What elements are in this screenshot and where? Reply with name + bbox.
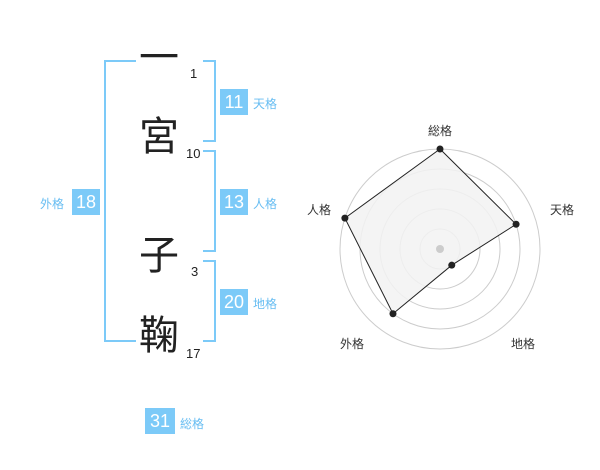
radar-label-tenkaku: 天格 — [550, 203, 575, 217]
jinkaku-value-badge: 13 — [220, 189, 248, 215]
name-char-3: 子 — [139, 233, 179, 279]
jinkaku-bracket — [203, 150, 216, 252]
stroke-count-1: 1 — [190, 66, 198, 81]
tenkaku-value-badge: 11 — [220, 89, 248, 115]
gaikaku-label: 外格 — [40, 197, 65, 211]
soukaku-value-badge: 31 — [145, 408, 175, 434]
radar-label-gaikaku: 外格 — [340, 337, 365, 351]
radar-label-chikaku: 地格 — [511, 337, 536, 351]
radar-center-dot — [436, 245, 444, 253]
radar-point-1 — [436, 145, 444, 153]
stroke-count-2: 10 — [186, 146, 201, 161]
jinkaku-label: 人格 — [253, 197, 278, 211]
tenkaku-bracket — [203, 60, 216, 142]
radar-point-3 — [448, 261, 456, 269]
gaikaku-bracket — [104, 60, 136, 342]
name-char-2: 宮 — [139, 114, 179, 160]
radar-label-soukaku: 総格 — [428, 124, 453, 138]
soukaku-label: 総格 — [180, 417, 205, 431]
chikaku-value-badge: 20 — [220, 289, 248, 315]
chikaku-label: 地格 — [253, 297, 278, 311]
radar-point-2 — [512, 220, 520, 228]
radar-point-5 — [341, 214, 349, 222]
name-char-1: 一 — [139, 35, 179, 81]
radar-point-4 — [389, 310, 397, 318]
radar-points — [341, 145, 520, 318]
radar-chart — [339, 145, 541, 350]
stroke-count-4: 17 — [186, 346, 201, 361]
stroke-count-3: 3 — [191, 264, 199, 279]
radar-shape — [344, 148, 517, 315]
tenkaku-label: 天格 — [253, 97, 278, 111]
chikaku-bracket — [203, 260, 216, 342]
gaikaku-value-badge: 18 — [72, 189, 100, 215]
name-char-4: 鞠 — [139, 313, 179, 359]
radar-label-jinkaku: 人格 — [307, 203, 332, 217]
